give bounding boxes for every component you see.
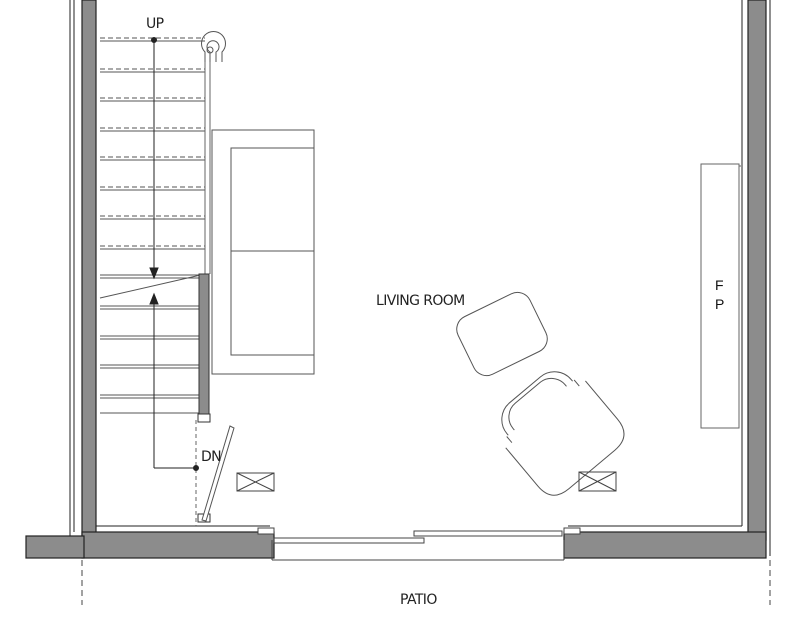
left-wall (81, 0, 97, 541)
sofa (211, 129, 315, 375)
bottom-wall-right (563, 531, 767, 559)
floor-vents (236, 471, 617, 492)
room-label: LIVING ROOM (376, 293, 465, 309)
patio-label: PATIO (400, 592, 437, 608)
stair-door (201, 425, 235, 522)
fireplace-label-p: P (715, 296, 724, 312)
fireplace (700, 163, 741, 429)
stair-down-label: DN (201, 449, 221, 465)
wall-lines (26, 0, 771, 556)
bottom-wall-left (81, 531, 275, 559)
walls (25, 0, 767, 559)
vent-left (236, 472, 275, 492)
outside-wall-stub (25, 535, 85, 559)
stair-path (149, 37, 199, 471)
armchair (501, 371, 625, 496)
fireplace-label-f: F (715, 277, 724, 293)
ottoman (456, 291, 548, 377)
right-wall (747, 0, 767, 541)
stair-up-label: UP (146, 16, 164, 32)
exterior-dashed-lines (81, 560, 771, 605)
vent-right (578, 471, 617, 492)
patio-door (257, 527, 581, 561)
